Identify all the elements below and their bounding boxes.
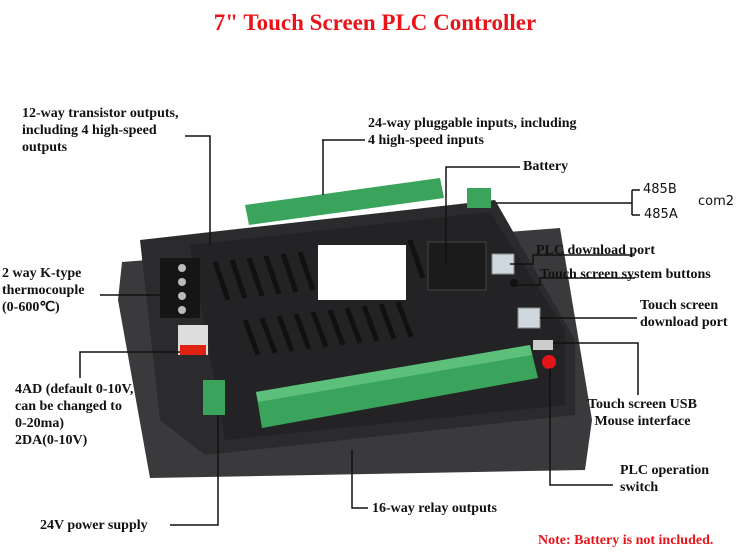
ts-download-port-label: Touch screen download port — [640, 297, 728, 331]
rs485-terminal — [467, 188, 491, 208]
leader-lines — [79, 135, 640, 526]
label-line: Mouse interface — [594, 414, 691, 429]
system-buttons-label: Touch screen system buttons — [540, 267, 711, 282]
input-terminal-strip — [245, 178, 444, 225]
operation-switch-label: PLC operation switch — [620, 462, 709, 496]
label-line: (0-600℃) — [2, 300, 60, 315]
usb-port — [533, 340, 553, 350]
label-line: Touch screen — [640, 298, 719, 313]
label-line: 4 high-speed inputs — [368, 133, 484, 148]
power-terminal — [203, 380, 225, 415]
com2-label: com2 — [698, 194, 735, 209]
usb-mouse-label: Touch screen USB Mouse interface — [588, 396, 697, 430]
label-line: switch — [620, 480, 659, 495]
pluggable-inputs-label: 24-way pluggable inputs, including 4 hig… — [368, 115, 577, 149]
battery-note: Note: Battery is not included. — [538, 533, 714, 548]
plc-download-port-label: PLC download port — [536, 243, 656, 258]
label-line: 24-way pluggable inputs, including — [368, 116, 577, 131]
label-line: outputs — [22, 140, 68, 155]
rs485b-label: 485B — [643, 182, 677, 197]
label-line: Touch screen USB — [588, 397, 697, 412]
label-line: PLC operation — [620, 463, 710, 478]
transistor-outputs-label: 12-way transistor outputs, including 4 h… — [22, 105, 178, 156]
battery-label: Battery — [523, 159, 569, 174]
label-line: 2 way K-type — [2, 266, 82, 281]
label-line: 2DA(0-10V) — [15, 433, 88, 448]
ts-download-port — [517, 307, 541, 329]
system-button — [510, 279, 518, 287]
label-line: 12-way transistor outputs, — [22, 106, 179, 121]
power-supply-label: 24V power supply — [40, 518, 148, 533]
label-window — [318, 245, 406, 300]
thermocouple-label: 2 way K-type thermocouple (0-600℃) — [2, 265, 84, 316]
label-line: 0-20ma) — [15, 416, 64, 431]
label-line: thermocouple — [2, 283, 85, 298]
battery-compartment — [427, 241, 487, 291]
label-line: can be changed to — [15, 399, 122, 414]
label-line: including 4 high-speed — [22, 123, 157, 138]
vent-slots — [212, 239, 426, 356]
plc-operation-switch — [542, 355, 556, 369]
label-line: 4AD (default 0-10V, — [15, 382, 134, 397]
relay-outputs-label: 16-way relay outputs — [372, 501, 497, 516]
page-title: 7" Touch Screen PLC Controller — [213, 10, 537, 35]
analog-io-label: 4AD (default 0-10V, can be changed to 0-… — [15, 381, 133, 449]
label-line: download port — [640, 315, 728, 330]
rs485a-label: 485A — [644, 207, 678, 222]
